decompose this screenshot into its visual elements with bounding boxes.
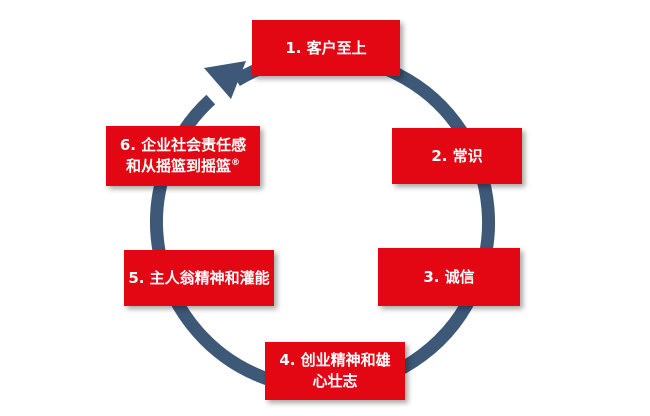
registered-mark: ® xyxy=(231,158,240,168)
step-box-3: 3. 诚信 xyxy=(378,248,520,306)
step-4-label-line-2: 心壮志 xyxy=(312,372,358,390)
step-3-label: 3. 诚信 xyxy=(423,267,475,286)
arrow-head-icon xyxy=(204,61,246,99)
step-box-2: 2. 常识 xyxy=(392,128,522,184)
step-box-4: 4. 创业精神和雄 心壮志 xyxy=(265,342,405,400)
step-box-1: 1. 客户至上 xyxy=(252,20,400,76)
step-2-label: 2. 常识 xyxy=(431,146,483,165)
ring-arc xyxy=(150,49,496,395)
step-6-label-line-1: 6. 企业社会责任感 xyxy=(119,136,247,154)
step-1-label: 1. 客户至上 xyxy=(285,38,367,57)
step-4-label-line-1: 4. 创业精神和雄 xyxy=(279,351,391,369)
step-6-label-line-2-text: 和从摇篮到摇篮 xyxy=(125,157,231,175)
step-6-label-line-2: 和从摇篮到摇篮® xyxy=(120,156,246,177)
step-box-5: 5. 主人翁精神和灌能 xyxy=(124,250,274,306)
step-5-label: 5. 主人翁精神和灌能 xyxy=(128,268,270,287)
step-box-6: 6. 企业社会责任感 和从摇篮到摇篮® xyxy=(106,126,260,186)
